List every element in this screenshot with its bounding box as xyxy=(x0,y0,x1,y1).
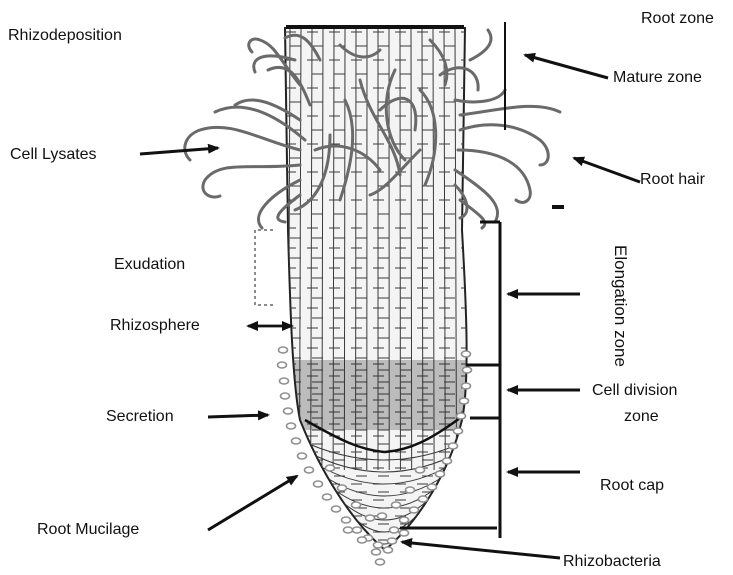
label-cell-lysates: Cell Lysates xyxy=(10,147,97,163)
cell-division-band xyxy=(285,360,470,430)
arrow-secretion xyxy=(208,415,268,417)
label-root-cap: Root cap xyxy=(600,478,664,494)
hair-tick xyxy=(552,205,564,209)
label-cell-division-1: Cell division xyxy=(592,383,677,399)
label-exudation: Exudation xyxy=(114,257,185,273)
label-mature-zone: Mature zone xyxy=(613,70,702,86)
label-root-zone: Root zone xyxy=(641,11,714,27)
arrow-root-hair xyxy=(574,158,640,182)
label-root-hair: Root hair xyxy=(640,172,705,188)
label-secretion: Secretion xyxy=(106,409,174,425)
label-root-mucilage: Root Mucilage xyxy=(37,522,139,538)
label-cell-division-2: zone xyxy=(624,409,659,425)
label-rhizodeposition: Rhizodeposition xyxy=(8,28,122,44)
arrow-mature-zone xyxy=(525,55,608,78)
arrow-root-mucilage xyxy=(208,476,297,530)
label-rhizosphere: Rhizosphere xyxy=(110,318,200,334)
arrow-cell-lysates xyxy=(140,148,218,154)
arrow-rhizobacteria xyxy=(402,542,560,558)
label-elongation-zone: Elongation zone xyxy=(591,245,629,345)
label-rhizobacteria: Rhizobacteria xyxy=(563,554,661,570)
exudation-bracket xyxy=(255,230,273,305)
